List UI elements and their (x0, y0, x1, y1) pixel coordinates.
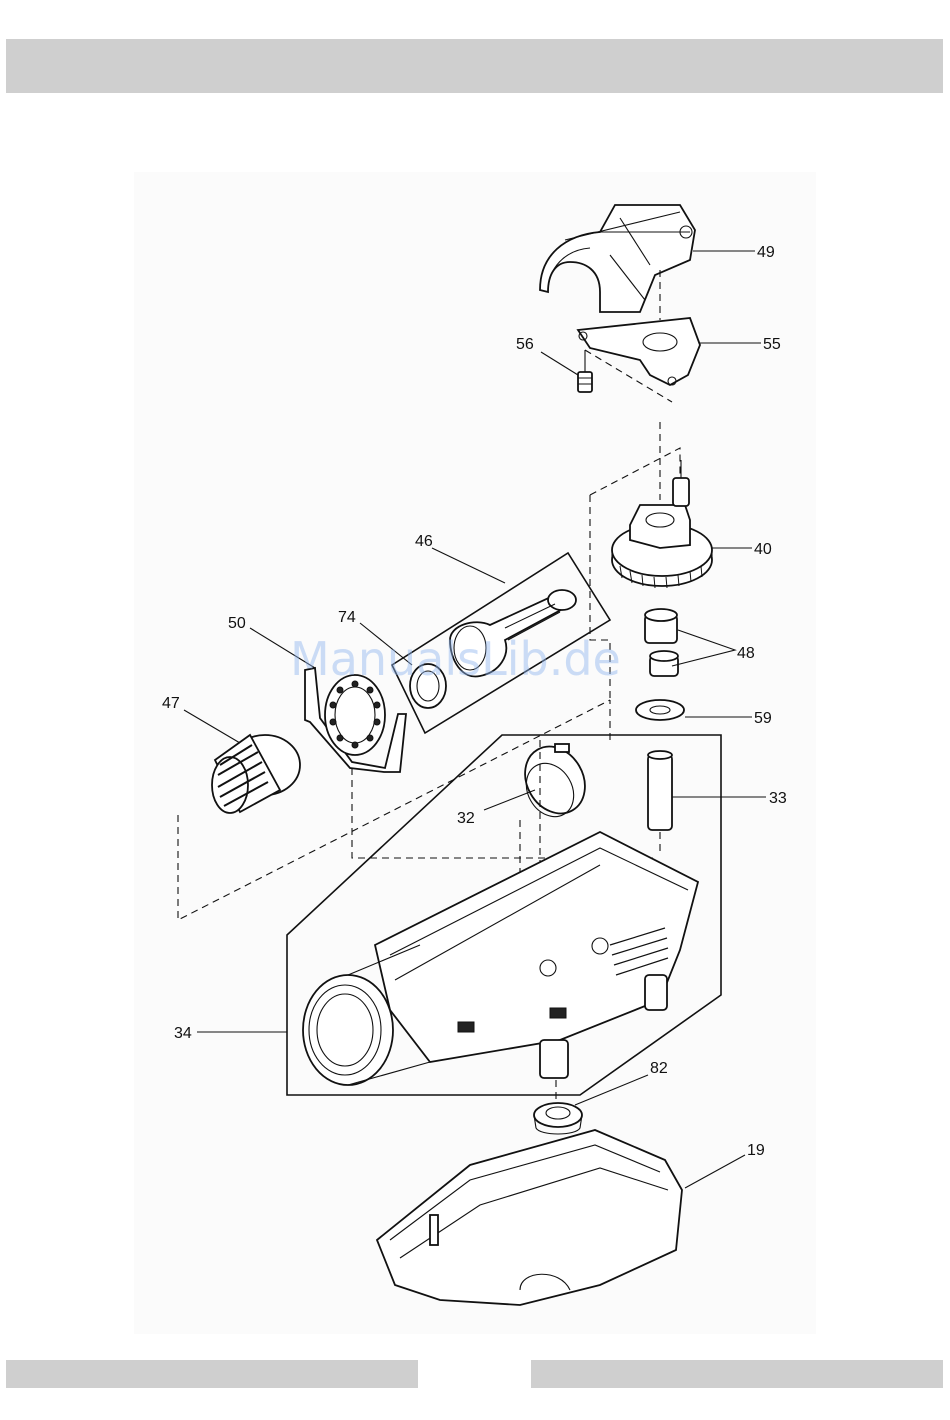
part-40-gear (612, 460, 712, 588)
part-55-plate (578, 318, 700, 385)
callout-50: 50 (228, 615, 246, 632)
callout-19: 19 (747, 1142, 765, 1159)
part-59-washer (636, 700, 684, 720)
callout-46: 46 (415, 533, 433, 550)
callout-56: 56 (516, 336, 534, 353)
part-32-ring (513, 736, 596, 826)
callout-47: 47 (162, 695, 180, 712)
callout-49: 49 (757, 244, 775, 261)
part-56-screw (578, 350, 592, 392)
callout-82: 82 (650, 1060, 668, 1077)
callout-48: 48 (737, 645, 755, 662)
part-47-gear-sleeve (212, 735, 300, 813)
callout-33: 33 (769, 790, 787, 807)
callout-34: 34 (174, 1025, 192, 1042)
part-49-housing-cover (540, 205, 695, 312)
watermark-text: ManualsLib.de (290, 632, 621, 686)
callout-40: 40 (754, 541, 772, 558)
part-19-bottom-cover (377, 1130, 682, 1305)
callout-74: 74 (338, 609, 356, 626)
part-82-seal (534, 1103, 582, 1134)
part-33-pin (648, 751, 672, 830)
callout-59: 59 (754, 710, 772, 727)
callout-32: 32 (457, 810, 475, 827)
callout-55: 55 (763, 336, 781, 353)
